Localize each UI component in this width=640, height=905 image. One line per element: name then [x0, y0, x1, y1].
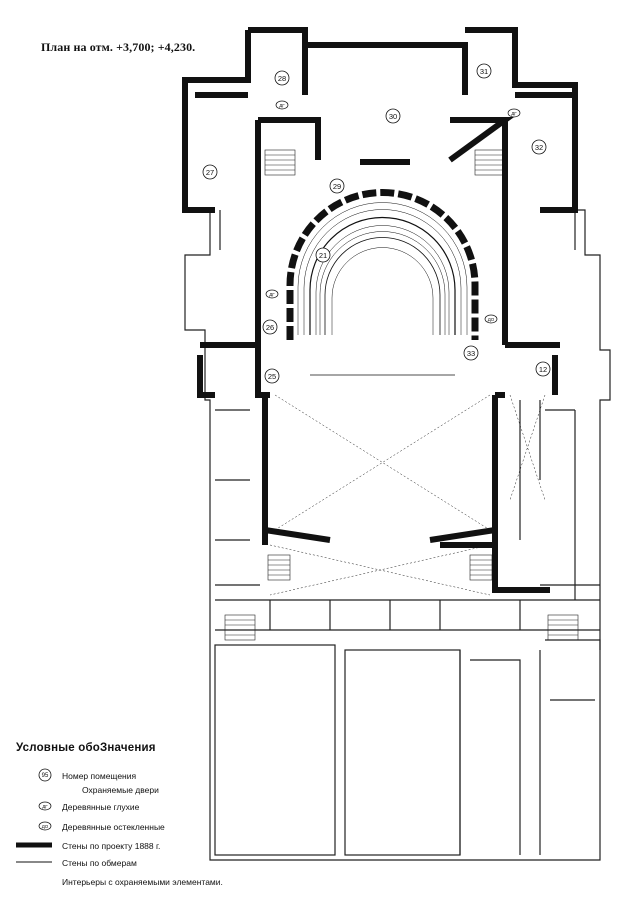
partition	[459, 650, 595, 855]
room-number: 32	[535, 143, 543, 152]
wall-1888	[197, 355, 558, 398]
hall-lower	[214, 644, 336, 856]
room-numbers: 28 31 30 32 27 29 21 26 25 33 12	[206, 67, 547, 381]
room-number: 29	[333, 182, 341, 191]
wall-1888	[262, 395, 498, 530]
room-number: 27	[206, 168, 214, 177]
wall-1888	[248, 27, 308, 95]
door-tags	[265, 100, 521, 324]
plan-title: План на отм. +3,700; +4,230.	[41, 40, 196, 54]
room-number: 12	[539, 365, 547, 374]
room-number: 33	[467, 349, 475, 358]
auditorium-outer-wall	[286, 189, 479, 340]
hall-lower	[344, 649, 461, 856]
seating-rows	[297, 202, 468, 335]
partition	[215, 599, 600, 631]
legend-door-symbol: ДО	[42, 824, 49, 829]
door-tag: ДГ	[269, 292, 275, 297]
legend-door-symbol: ДГ	[42, 804, 48, 809]
auditorium-inner	[309, 216, 456, 335]
outer-wall	[219, 210, 576, 250]
outer-wall	[184, 209, 611, 861]
legend-item-interiors: Интерьеры с охраняемыми элементами.	[62, 877, 223, 887]
partition	[519, 400, 576, 600]
legend-item-protected-doors: Охраняемые двери	[82, 785, 159, 795]
door-tag: ДГ	[279, 103, 285, 108]
room-number: 31	[480, 67, 488, 76]
room-markers	[202, 63, 551, 384]
wall-1888	[305, 42, 468, 95]
legend-item-wood-solid: Деревянные глухие	[62, 802, 140, 812]
partition	[215, 409, 250, 541]
legend-item-wood-glazed: Деревянные остекленные	[62, 822, 165, 832]
room-number: 21	[319, 251, 327, 260]
wall-1888	[182, 30, 251, 213]
auditorium-inner	[324, 237, 441, 335]
door-tag: ДГ	[511, 111, 517, 116]
door-tag: ДО	[488, 317, 495, 322]
legend-item-walls-1888: Стены по проекту 1888 г.	[62, 841, 161, 851]
legend-room-symbol: 95	[42, 773, 49, 779]
legend-item-walls-survey: Стены по обмерам	[62, 858, 137, 868]
legend-heading: Условные обоЗначения	[16, 742, 156, 754]
wall-1888	[255, 117, 515, 345]
room-number: 28	[278, 74, 286, 83]
stage-diagonals	[269, 394, 546, 596]
room-number: 25	[268, 372, 276, 381]
room-number: 26	[266, 323, 274, 332]
wall-1888	[440, 542, 550, 593]
stair	[224, 149, 579, 641]
partition	[215, 584, 601, 650]
legend-symbols	[16, 768, 52, 863]
wall-1888	[262, 527, 498, 545]
wall-1888	[465, 27, 578, 213]
legend-item-room-number: Номер помещения	[62, 771, 137, 781]
room-number: 30	[389, 112, 397, 121]
wall-1888	[200, 342, 560, 398]
